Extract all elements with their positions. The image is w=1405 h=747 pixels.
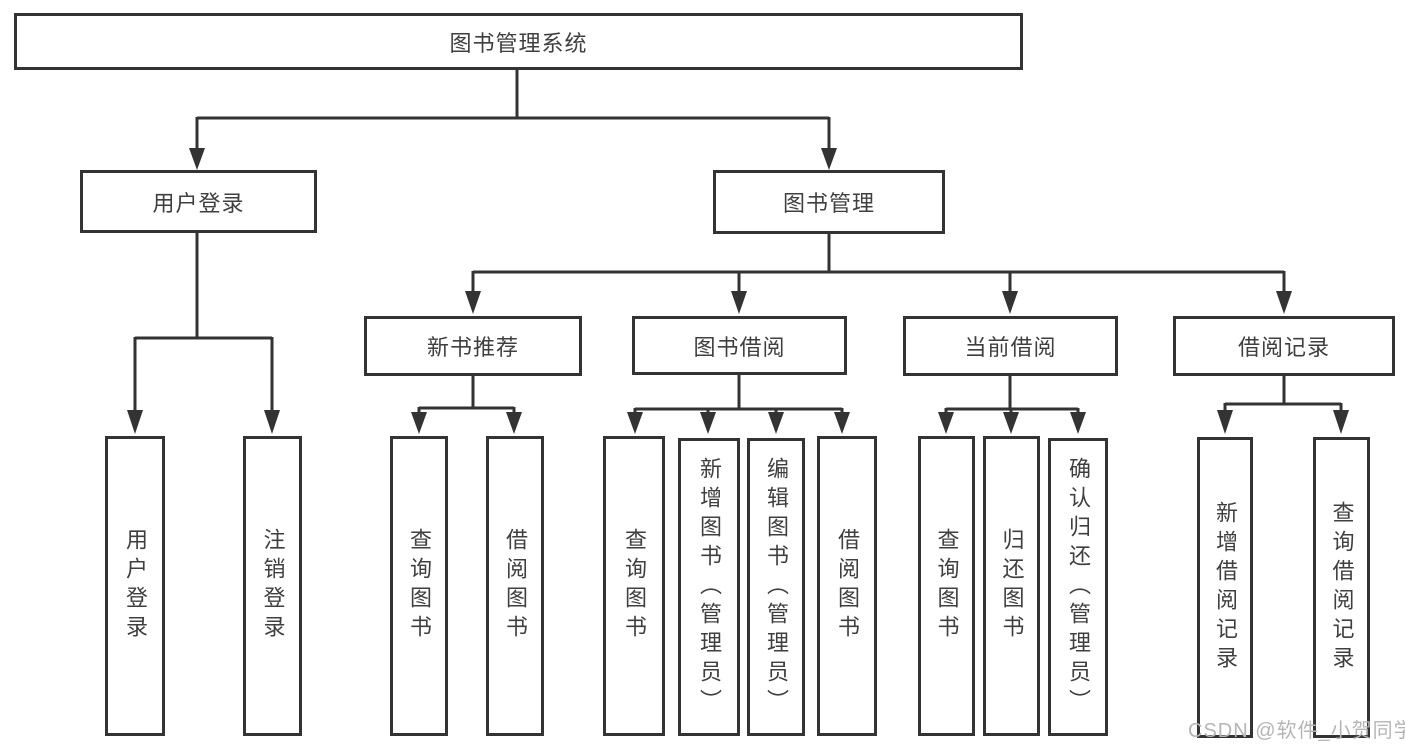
leaf-return-books: 归还图书: [983, 436, 1040, 736]
leaf-edit-books-label: 编辑图书（管理员）: [764, 456, 789, 718]
node-current-borrowing-label: 当前借阅: [964, 335, 1057, 360]
leaf-borrow-books-under-recommendation: 借阅图书: [486, 436, 544, 736]
csdn-watermark: CSDN @软件_小贺同学: [1188, 720, 1405, 742]
leaf-add-borrow-record-label: 新增借阅记录: [1213, 500, 1238, 675]
arrowhead: [700, 412, 716, 434]
leaf-add-books-label: 新增图书（管理员）: [697, 456, 722, 718]
arrowhead: [1003, 412, 1019, 434]
leaf-borrow-books-under-borrowing: 借阅图书: [817, 436, 877, 736]
connector-borrowrecords-to-leaves: [1223, 376, 1343, 412]
node-root: 图书管理系统: [14, 13, 1023, 70]
node-book-borrowing-label: 图书借阅: [693, 334, 786, 360]
arrowhead: [834, 412, 850, 434]
leaf-query-books-1-label: 查询图书: [407, 528, 432, 644]
arrowhead: [1002, 291, 1018, 314]
leaf-query-books-under-borrowing: 查询图书: [603, 436, 665, 736]
node-user-login-label: 用户登录: [152, 190, 245, 216]
connector-bookmgmt-to-level3: [471, 234, 1286, 293]
arrowhead: [938, 412, 954, 434]
node-borrowing-records-label: 借阅记录: [1237, 335, 1330, 360]
leaf-user-login: 用户登录: [105, 436, 165, 736]
arrowhead: [465, 291, 481, 314]
arrowheads: [127, 148, 1349, 434]
leaf-query-borrow-record-label: 查询借阅记录: [1329, 500, 1355, 675]
connector-newbookrec-to-leaves: [417, 376, 516, 414]
connector-bookborrow-to-leaves: [633, 375, 844, 414]
node-book-borrowing: 图书借阅: [632, 316, 847, 375]
arrowhead: [627, 412, 643, 434]
arrowhead: [189, 148, 205, 170]
leaf-borrow-books-2-label: 借阅图书: [835, 528, 860, 644]
connector-userlogin-to-leaves: [133, 233, 274, 412]
leaf-query-books-under-recommendation: 查询图书: [390, 436, 448, 736]
leaf-add-borrow-record: 新增借阅记录: [1197, 437, 1253, 738]
leaf-logout: 注销登录: [243, 436, 302, 736]
arrowhead: [1070, 412, 1086, 434]
leaf-confirm-return-label: 确认归还（管理员）: [1066, 456, 1091, 718]
node-new-book-recommendation: 新书推荐: [364, 316, 582, 376]
arrowhead: [411, 412, 427, 434]
leaf-query-borrow-record: 查询借阅记录: [1313, 437, 1370, 738]
node-new-book-recommendation-label: 新书推荐: [426, 335, 519, 360]
arrowhead: [731, 291, 747, 314]
node-borrowing-records: 借阅记录: [1173, 316, 1395, 376]
node-book-management-label: 图书管理: [782, 191, 875, 216]
leaf-logout-label: 注销登录: [260, 528, 286, 644]
leaf-borrow-books-1-label: 借阅图书: [503, 528, 528, 644]
node-user-login: 用户登录: [80, 170, 317, 233]
leaf-query-books-2-label: 查询图书: [622, 528, 647, 644]
node-book-management: 图书管理: [713, 170, 945, 234]
node-current-borrowing: 当前借阅: [903, 316, 1118, 376]
arrowhead: [1276, 291, 1292, 314]
connector-currentborrow-to-leaves: [944, 376, 1080, 414]
arrowhead: [821, 148, 837, 170]
leaf-return-books-label: 归还图书: [999, 528, 1025, 644]
arrowhead: [264, 410, 280, 434]
leaf-query-books-3-label: 查询图书: [934, 528, 960, 644]
arrowhead: [506, 412, 522, 434]
leaf-user-login-label: 用户登录: [123, 528, 148, 644]
leaf-query-books-under-current: 查询图书: [918, 436, 975, 736]
arrowhead: [127, 410, 143, 434]
arrowhead: [1217, 410, 1233, 434]
node-root-label: 图书管理系统: [449, 30, 588, 56]
leaf-confirm-return-admin: 确认归还（管理员）: [1048, 438, 1108, 736]
connector-root-to-level2: [195, 70, 831, 150]
arrowhead: [768, 412, 784, 434]
leaf-edit-books-admin: 编辑图书（管理员）: [747, 438, 805, 736]
leaf-add-books-admin: 新增图书（管理员）: [678, 438, 740, 736]
arrowhead: [1333, 410, 1349, 434]
